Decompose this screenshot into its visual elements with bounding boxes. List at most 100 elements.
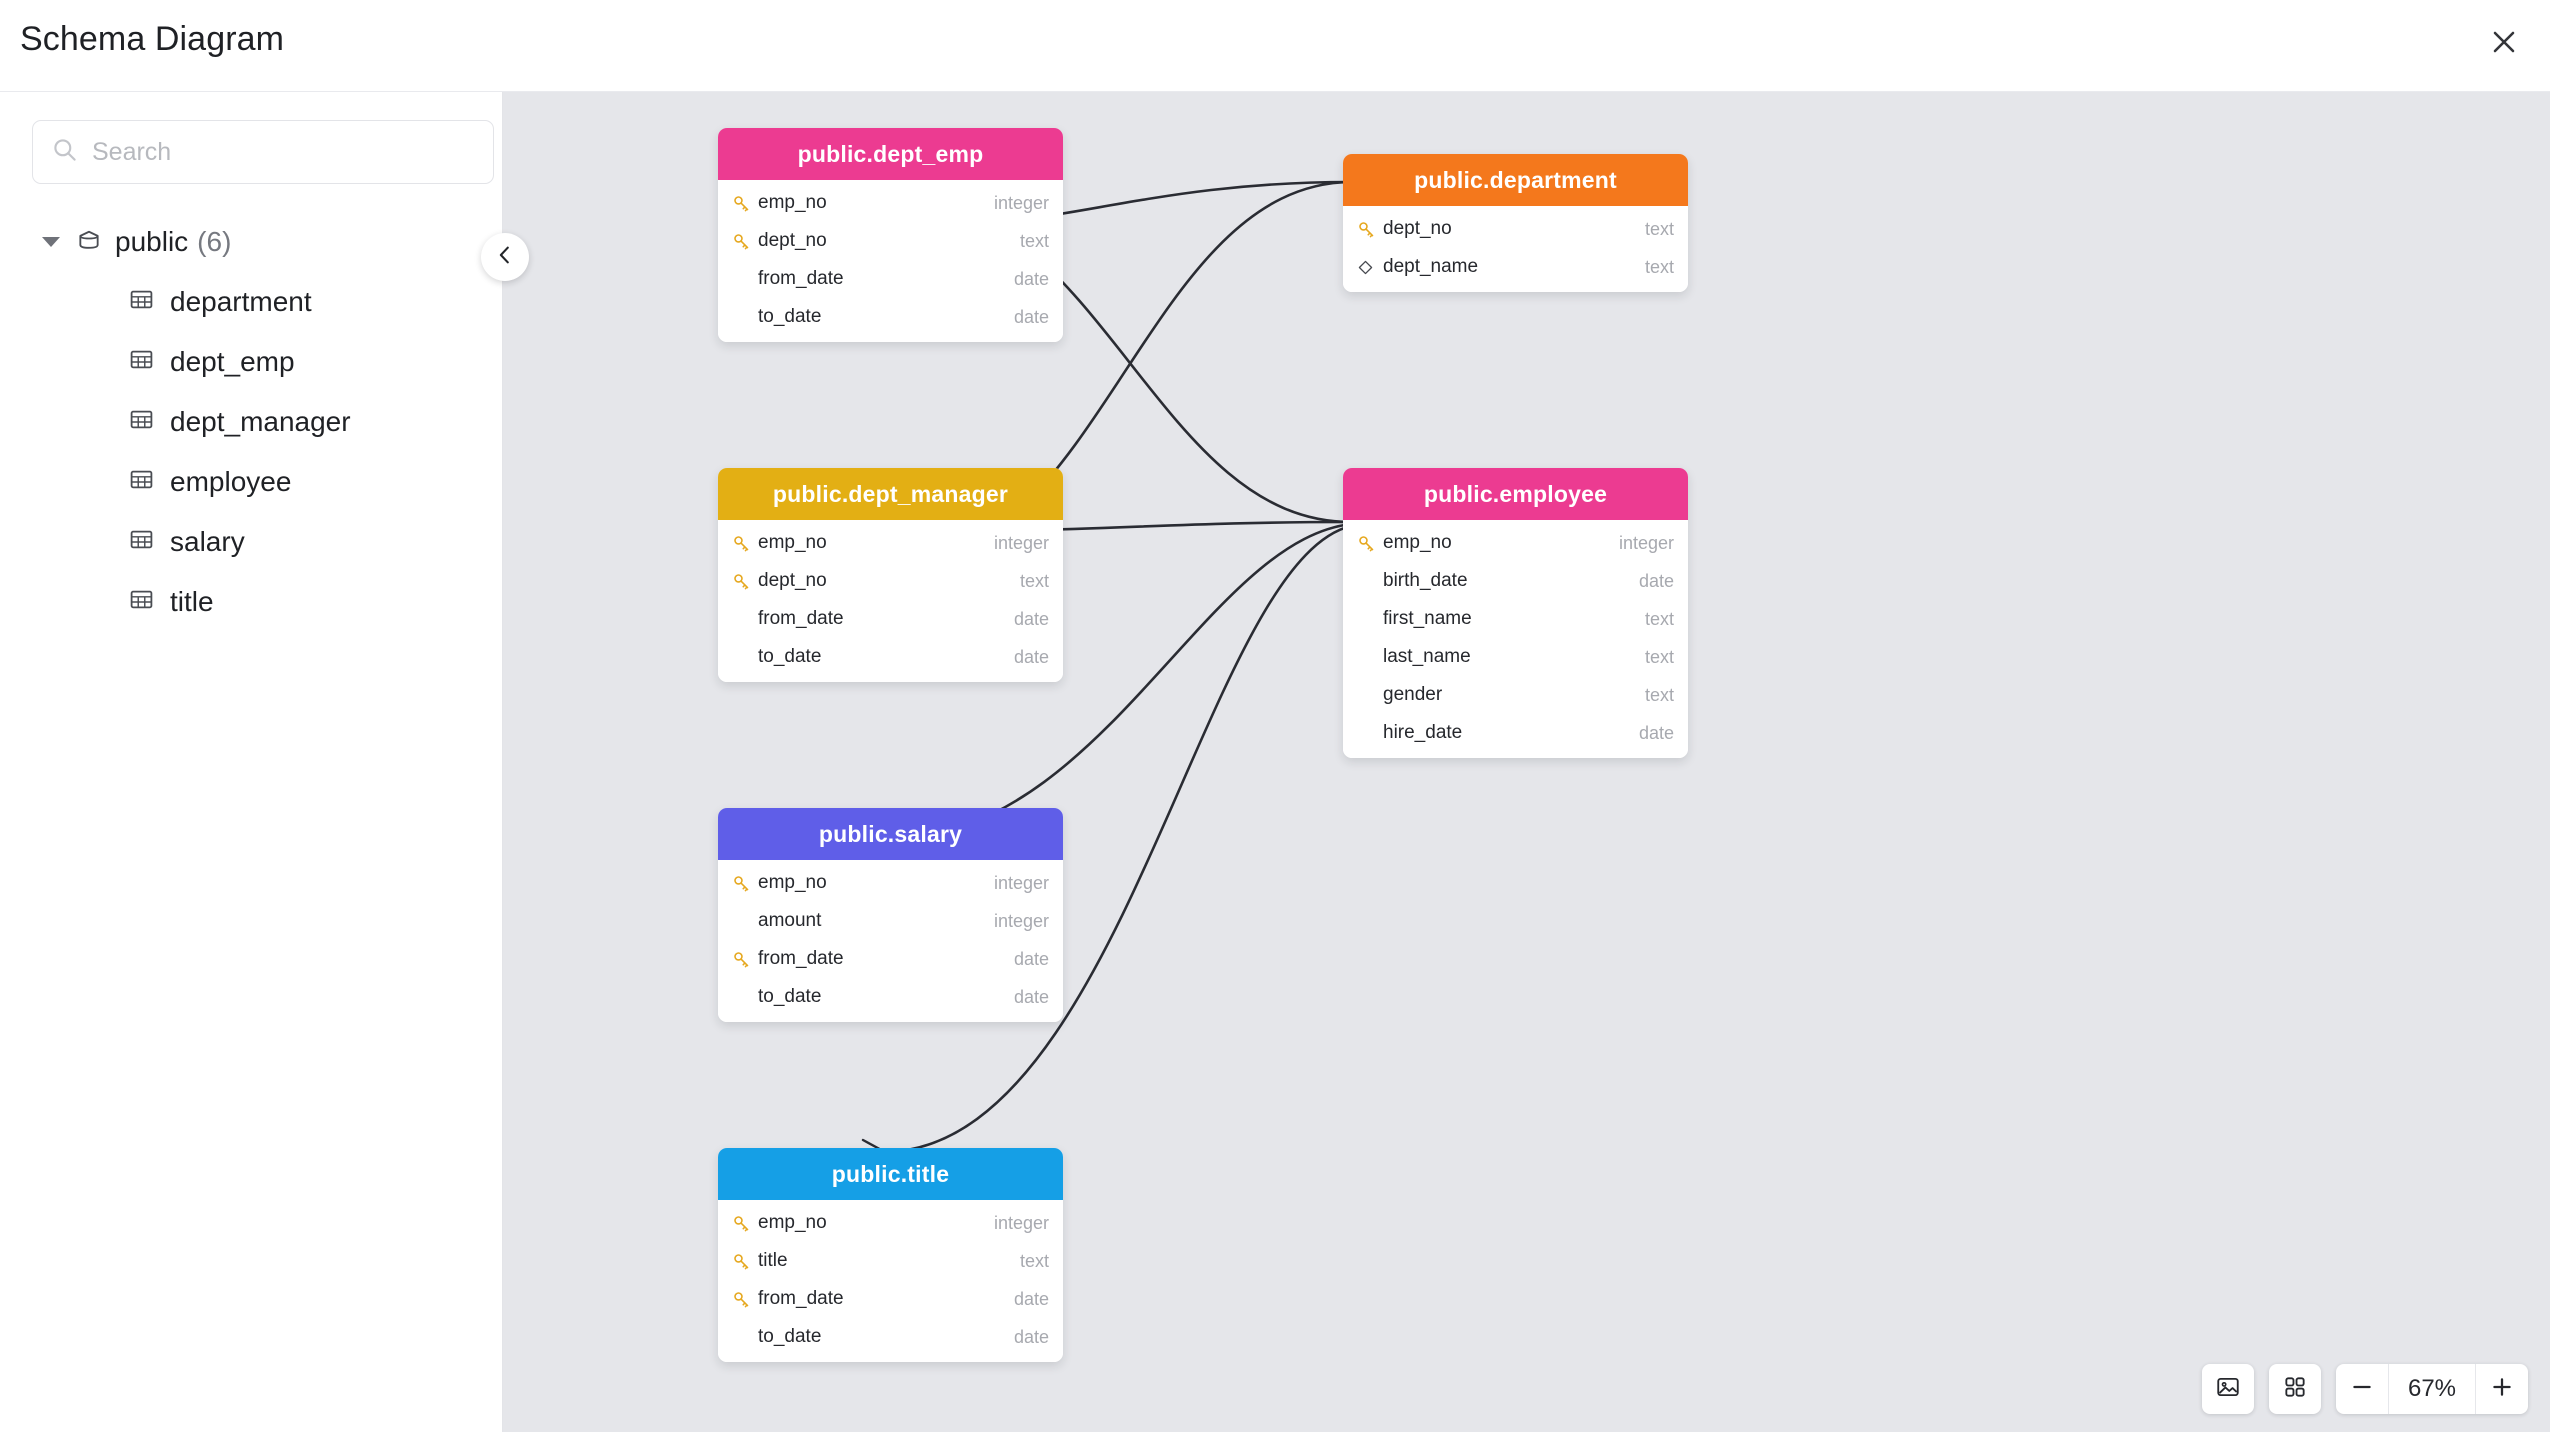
column-name: dept_no xyxy=(758,570,827,591)
column-type: date xyxy=(1013,646,1049,667)
column-row[interactable]: emp_no integer xyxy=(718,864,1063,902)
zoom-level-label[interactable]: 67% xyxy=(2388,1364,2476,1414)
column-type: integer xyxy=(993,192,1049,213)
column-type: date xyxy=(1013,268,1049,289)
column-name: emp_no xyxy=(1383,532,1452,553)
column-name: from_date xyxy=(758,1288,844,1309)
title-bar: Schema Diagram xyxy=(0,0,2550,92)
sidebar-item-dept-manager[interactable]: dept_manager xyxy=(0,392,503,452)
sidebar-item-dept-emp[interactable]: dept_emp xyxy=(0,332,503,392)
column-row[interactable]: from_date date xyxy=(718,260,1063,298)
zoom-in-button[interactable] xyxy=(2476,1364,2528,1414)
column-row[interactable]: from_date date xyxy=(718,600,1063,638)
table-icon xyxy=(128,586,155,618)
key-icon xyxy=(732,950,758,969)
sidebar-item-salary[interactable]: salary xyxy=(0,512,503,572)
column-name: from_date xyxy=(758,608,844,629)
table-icon xyxy=(128,526,155,558)
caret-down-icon[interactable] xyxy=(42,237,60,247)
page-title: Schema Diagram xyxy=(20,20,285,58)
column-type: text xyxy=(1644,218,1674,239)
key-icon xyxy=(732,534,758,553)
column-name: from_date xyxy=(758,948,844,969)
column-row[interactable]: emp_no integer xyxy=(718,184,1063,222)
sidebar-item-department[interactable]: department xyxy=(0,272,503,332)
export-image-button[interactable] xyxy=(2202,1364,2254,1414)
column-name: from_date xyxy=(758,268,844,289)
search-box[interactable] xyxy=(32,120,494,184)
column-row[interactable]: emp_no integer xyxy=(718,1204,1063,1242)
column-name: amount xyxy=(758,910,822,931)
column-type: text xyxy=(1644,256,1674,277)
sidebar-item-title[interactable]: title xyxy=(0,572,503,632)
column-type: date xyxy=(1013,608,1049,629)
key-icon xyxy=(732,1290,758,1309)
column-name: dept_name xyxy=(1383,256,1479,277)
sidebar-item-label: department xyxy=(170,286,312,317)
column-name: title xyxy=(758,1250,788,1271)
close-button[interactable] xyxy=(2476,14,2532,70)
chevron-left-icon xyxy=(494,244,516,271)
table-node-title: public.dept_emp xyxy=(797,140,984,167)
sidebar-item-employee[interactable]: employee xyxy=(0,452,503,512)
table-node-header[interactable]: public.title xyxy=(718,1148,1063,1200)
column-row[interactable]: emp_no integer xyxy=(1343,524,1688,562)
column-name: emp_no xyxy=(758,192,827,213)
column-type: integer xyxy=(1618,532,1674,553)
search-input[interactable] xyxy=(92,137,475,167)
column-row[interactable]: dept_name text xyxy=(1343,248,1688,286)
auto-layout-button[interactable] xyxy=(2269,1364,2321,1414)
key-icon xyxy=(1357,534,1383,553)
zoom-out-button[interactable] xyxy=(2336,1364,2388,1414)
table-node-header[interactable]: public.department xyxy=(1343,154,1688,206)
column-name: emp_no xyxy=(758,1212,827,1233)
sidebar-item-label: title xyxy=(170,586,214,617)
column-row[interactable]: dept_no text xyxy=(718,562,1063,600)
column-name: to_date xyxy=(758,986,822,1007)
column-type: integer xyxy=(993,1212,1049,1233)
column-type: text xyxy=(1019,570,1049,591)
key-icon xyxy=(732,572,758,591)
column-name: birth_date xyxy=(1383,570,1468,591)
table-node-header[interactable]: public.salary xyxy=(718,808,1063,860)
column-name: dept_no xyxy=(758,230,827,251)
image-icon xyxy=(2215,1374,2241,1405)
collapse-sidebar-button[interactable] xyxy=(481,233,529,281)
column-name: emp_no xyxy=(758,872,827,893)
table-node-header[interactable]: public.dept_manager xyxy=(718,468,1063,520)
grid-icon xyxy=(2282,1374,2308,1405)
tree-node-public[interactable]: public (6) xyxy=(0,212,503,272)
zoom-controls: 67% xyxy=(2336,1364,2528,1414)
table-node-header[interactable]: public.dept_emp xyxy=(718,128,1063,180)
key-icon xyxy=(732,1252,758,1271)
column-type: integer xyxy=(993,872,1049,893)
table-node-header[interactable]: public.employee xyxy=(1343,468,1688,520)
